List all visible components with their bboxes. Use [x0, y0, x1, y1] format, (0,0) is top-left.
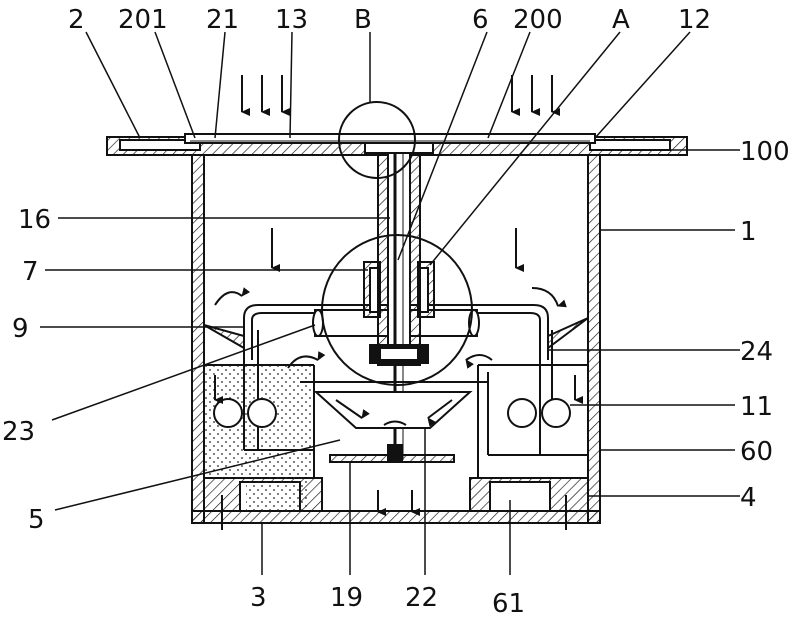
- label-60: 60: [740, 437, 773, 467]
- label-a: A: [612, 5, 630, 35]
- label-22: 22: [405, 583, 438, 613]
- label-61: 61: [492, 589, 525, 619]
- label-11: 11: [740, 392, 773, 422]
- label-4: 4: [740, 483, 757, 513]
- label-1: 1: [740, 217, 757, 247]
- label-23: 23: [2, 417, 35, 447]
- label-24: 24: [740, 337, 773, 367]
- label-21: 21: [206, 5, 239, 35]
- label-13: 13: [275, 5, 308, 35]
- label-201: 201: [118, 5, 168, 35]
- label-3: 3: [250, 583, 267, 613]
- label-19: 19: [330, 583, 363, 613]
- label-2: 2: [68, 5, 85, 35]
- label-200: 200: [513, 5, 563, 35]
- label-9: 9: [12, 314, 29, 344]
- label-5: 5: [28, 505, 45, 535]
- right-tank: [478, 330, 588, 478]
- label-6: 6: [472, 5, 489, 35]
- label-12: 12: [678, 5, 711, 35]
- label-7: 7: [22, 257, 39, 287]
- funnel: [300, 382, 488, 511]
- label-16: 16: [18, 205, 51, 235]
- label-b: B: [354, 5, 372, 35]
- label-100: 100: [740, 137, 790, 167]
